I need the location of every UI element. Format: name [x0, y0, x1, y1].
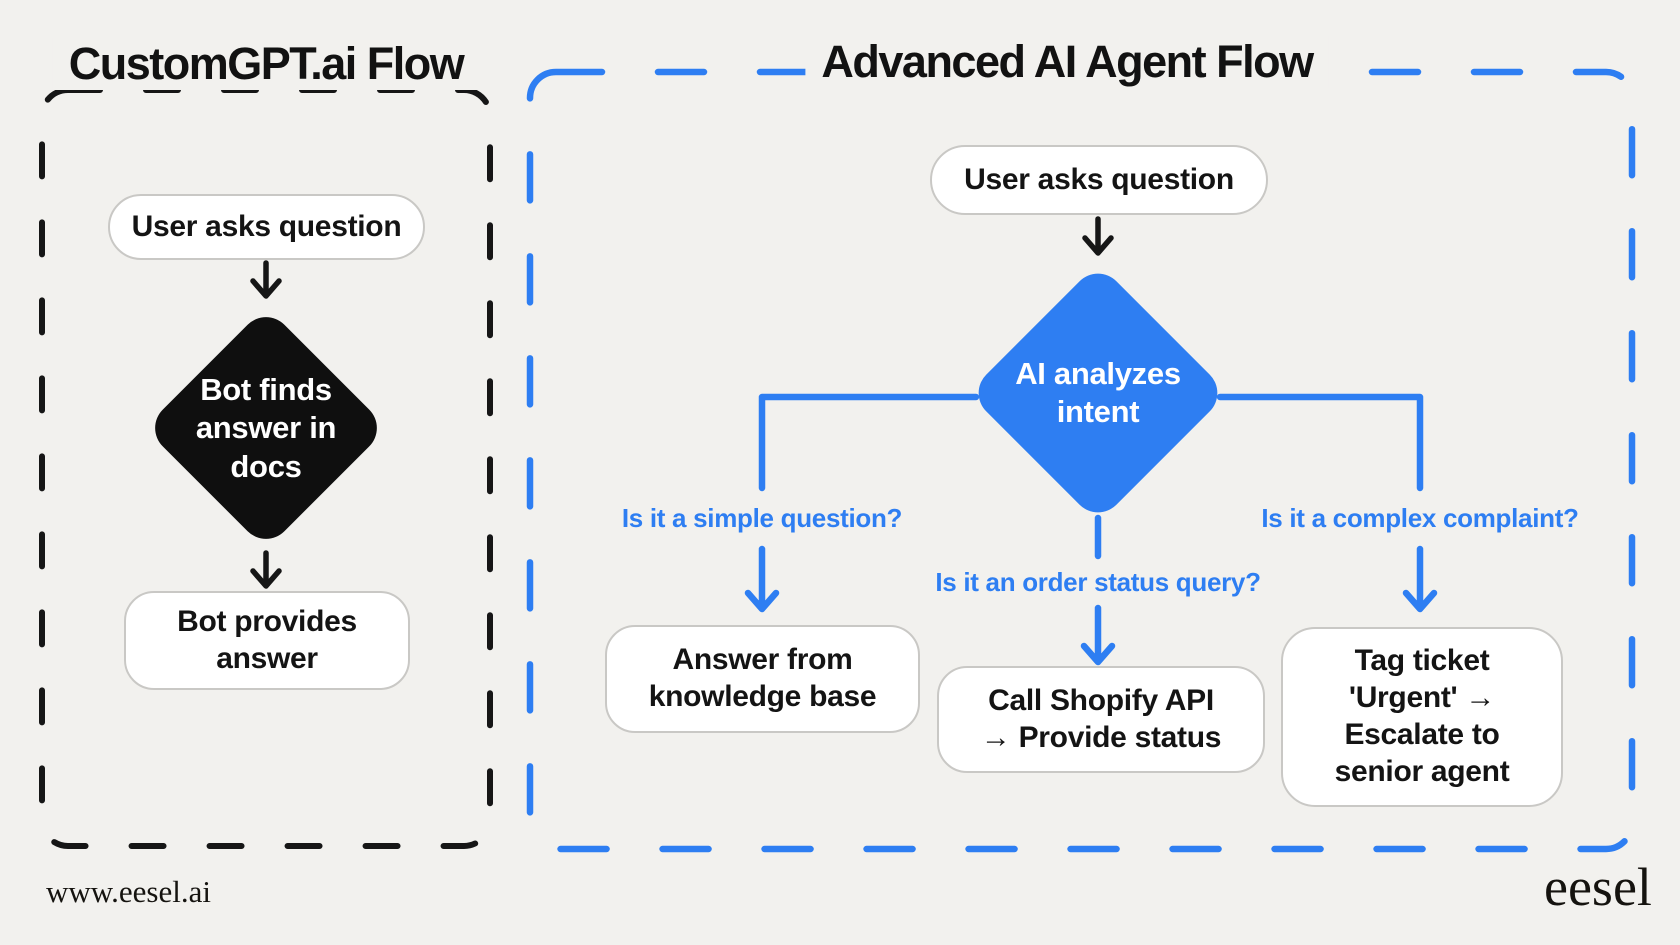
left-panel-title: CustomGPT.ai Flow [52, 38, 480, 90]
right-panel-title: Advanced AI Agent Flow [805, 36, 1329, 88]
branch-question-complex: Is it a complex complaint? [1261, 503, 1579, 533]
left-start-node: User asks question [108, 194, 425, 260]
branch-elbow-complex-complaint [1216, 393, 1424, 492]
left-arrow-start-to-decision [250, 260, 282, 299]
branch-outcome-order: Call Shopify API → Provide status [937, 666, 1265, 773]
branch-arrow-simple-question [744, 545, 780, 613]
website-url: www.eesel.ai [46, 874, 211, 909]
left-arrow-decision-to-end [250, 550, 282, 589]
left-panel-dashed-border [39, 87, 493, 849]
branch-arrow-order-status [1080, 604, 1116, 666]
brand-logo: eesel [1544, 857, 1652, 917]
branch-arrow-complex-complaint [1402, 545, 1438, 613]
left-end-node: Bot provides answer [124, 591, 410, 690]
branch-outcome-complex: Tag ticket 'Urgent' → Escalate to senior… [1281, 627, 1563, 807]
branch-outcome-simple: Answer from knowledge base [605, 625, 920, 733]
left-decision-text: Bot finds answer in docs [195, 372, 337, 484]
right-start-node: User asks question [930, 145, 1268, 215]
branch-question-simple: Is it a simple question? [621, 503, 903, 533]
right-decision-text: AI analyzes intent [1015, 356, 1181, 430]
branch-question-order: Is it an order status query? [935, 567, 1261, 597]
branch-elbow-simple-question [758, 393, 980, 492]
right-arrow-start-to-decision [1082, 216, 1114, 256]
